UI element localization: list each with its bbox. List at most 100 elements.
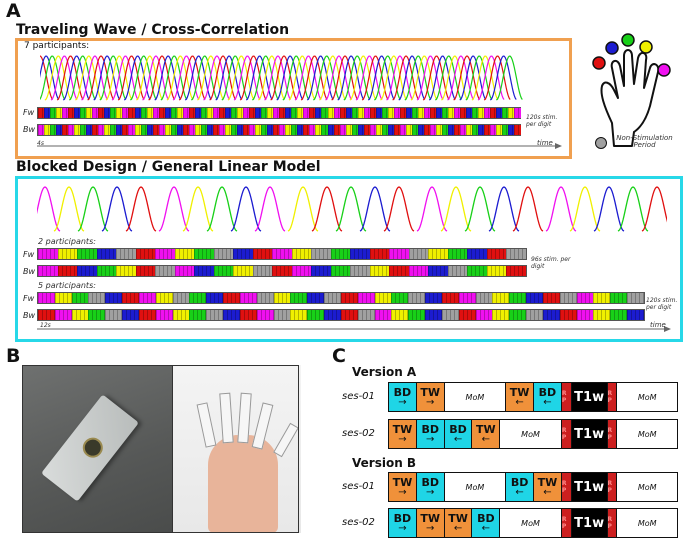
stripe-cell [506,266,526,276]
wave-curve [111,55,139,101]
hand-icon [592,33,671,147]
wave-curve [325,55,353,101]
stripe-cell [340,293,358,303]
stripe-cell [68,108,75,118]
stripe-cell [357,310,375,320]
wave-curve [319,55,346,101]
stripe-cell [273,125,280,135]
wave-curve [160,55,188,101]
tw-time-axis [37,143,562,149]
fw-label-tw: Fw [23,108,35,117]
wave-curve [270,55,298,101]
stripe-cell [267,108,274,118]
stripe-cell [357,108,364,118]
stripe-cell [408,249,429,259]
wave-curve [343,55,371,101]
wave-curve [276,55,304,101]
wave-curve [77,186,109,232]
stripe-cell [466,125,473,135]
wave-curve [593,186,625,232]
stripe-cell [38,266,58,276]
stripe-cell [86,108,93,118]
stripe-cell [472,108,479,118]
stripe-cell [54,293,72,303]
stripe-cell [279,108,286,118]
stripe-cell [272,266,292,276]
stripe-cell [321,108,328,118]
mom-block: MoM [617,509,678,537]
stripe-cell [610,293,627,303]
stripe-cell [92,125,99,135]
stripe-cell [526,293,543,303]
ring-dot [639,40,653,54]
wave-curve [428,55,456,101]
stripe-cell [411,108,418,118]
stripe-cell [44,125,51,135]
stripe-cell [351,108,358,118]
wave-curve [453,55,481,101]
bd-time-label: time [650,321,666,329]
stripe-cell [309,108,316,118]
stripe-cell [122,293,139,303]
stripe-cell [50,108,57,118]
stripe-cell [486,266,507,276]
stripe-cell [256,310,274,320]
stripe-cell [56,125,63,135]
stripe-cell [576,293,594,303]
tw-bw-stripe [37,124,521,136]
wave-curve [50,55,78,101]
wave-curve [81,55,109,101]
stripe-cell [363,108,370,118]
stripe-cell [164,125,171,135]
stripe-cell [116,125,123,135]
stripe-cell [44,108,51,118]
stripe-cell [92,108,99,118]
stripe-cell [460,108,467,118]
hand-shape [208,435,278,533]
stripe-cell [387,125,394,135]
wave-curve [641,186,667,232]
blocked-design-title: Blocked Design / General Linear Model [16,159,321,175]
wave-curve [40,55,66,100]
wave-curve [239,55,267,101]
stripe-cell [428,266,448,276]
stripe-cell [56,108,63,118]
stripe-cell [327,108,334,118]
stripe-cell [212,108,219,118]
stripe-cell [57,266,78,276]
wave-curve [335,186,367,232]
stripe-cell [189,310,207,320]
bd-time-tick: 12s [40,322,51,329]
wave-curve [75,55,102,101]
stripe-cell [290,310,308,320]
stripe-cell [206,125,213,135]
tw-block: TW→ [416,383,445,411]
bw-label-bd5: Bw [23,311,36,320]
stripe-cell [327,125,334,135]
stripe-cell [559,293,577,303]
wave-curve [300,55,328,101]
stripe-cell [194,266,214,276]
wave-curve [154,55,182,101]
stripe-cell [146,125,153,135]
stripe-cell [340,310,358,320]
stripe-cell [428,249,448,259]
stripe-cell [243,125,250,135]
stripe-cell [255,108,262,118]
wave-curve [206,186,238,232]
stripe-cell [315,125,322,135]
stripe-cell [442,108,449,118]
stripe-cell [273,310,291,320]
stripe-cell [174,266,195,276]
stripe-cell [170,125,177,135]
stripe-cell [350,249,370,259]
stripe-cell [189,293,207,303]
ses01-label-a: ses-01 [342,391,375,402]
stripe-cell [104,125,111,135]
wave-curve [230,186,262,232]
stripe-cell [267,125,274,135]
stripe-cell [243,108,250,118]
stripe-cell [122,108,129,118]
stripe-cell [122,125,129,135]
stripe-cell [77,266,97,276]
